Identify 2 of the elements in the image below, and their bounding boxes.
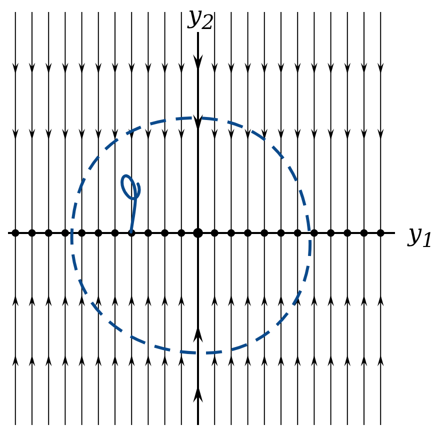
axis-label: y$_{2}$ (188, 2, 214, 35)
axis-label: y$_{1}$ (408, 220, 434, 253)
